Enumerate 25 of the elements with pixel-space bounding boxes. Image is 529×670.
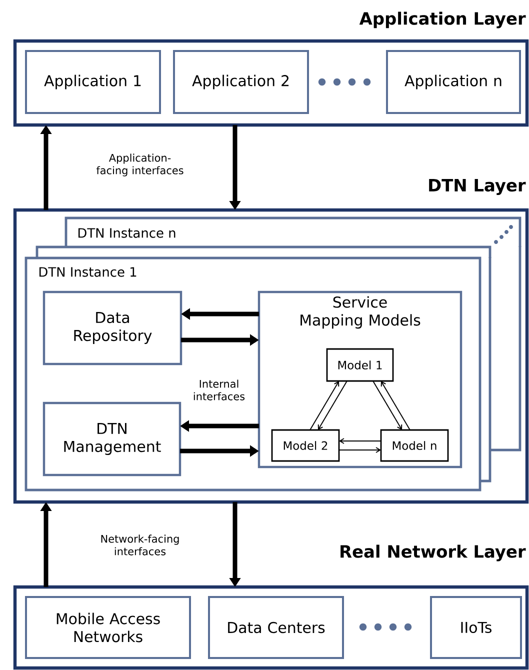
component-box: DTN Management [42, 402, 182, 476]
node-label: DTN Layer [429, 179, 526, 196]
model-box: Model n [380, 429, 449, 462]
node-label: Real Network Layer [340, 544, 526, 562]
network-box: Data Centers [208, 596, 344, 659]
node-label: Application Layer [359, 12, 526, 28]
arrow [372, 380, 402, 430]
interface-label: Internal interfaces [194, 380, 245, 400]
arrow [310, 381, 340, 430]
application-box: Application n [386, 50, 521, 114]
component-box: Data Repository [42, 290, 182, 366]
interface-label: Network-facing interfaces [101, 534, 179, 556]
arrow [318, 380, 348, 430]
model-box: Model 1 [326, 348, 394, 382]
arrow [339, 438, 382, 444]
instance-card: DTN Instance n [64, 216, 522, 247]
model-box: Model 2 [271, 429, 340, 462]
application-box: Application 2 [173, 50, 309, 114]
interface-label: Application-facing interfaces [96, 154, 184, 176]
network-box: IIoTs [430, 596, 522, 659]
application-box: Application 1 [25, 50, 161, 114]
instance-card [36, 246, 492, 258]
arrow [338, 447, 381, 453]
arrow [380, 381, 410, 430]
network-box: Mobile Access Networks [25, 596, 191, 659]
